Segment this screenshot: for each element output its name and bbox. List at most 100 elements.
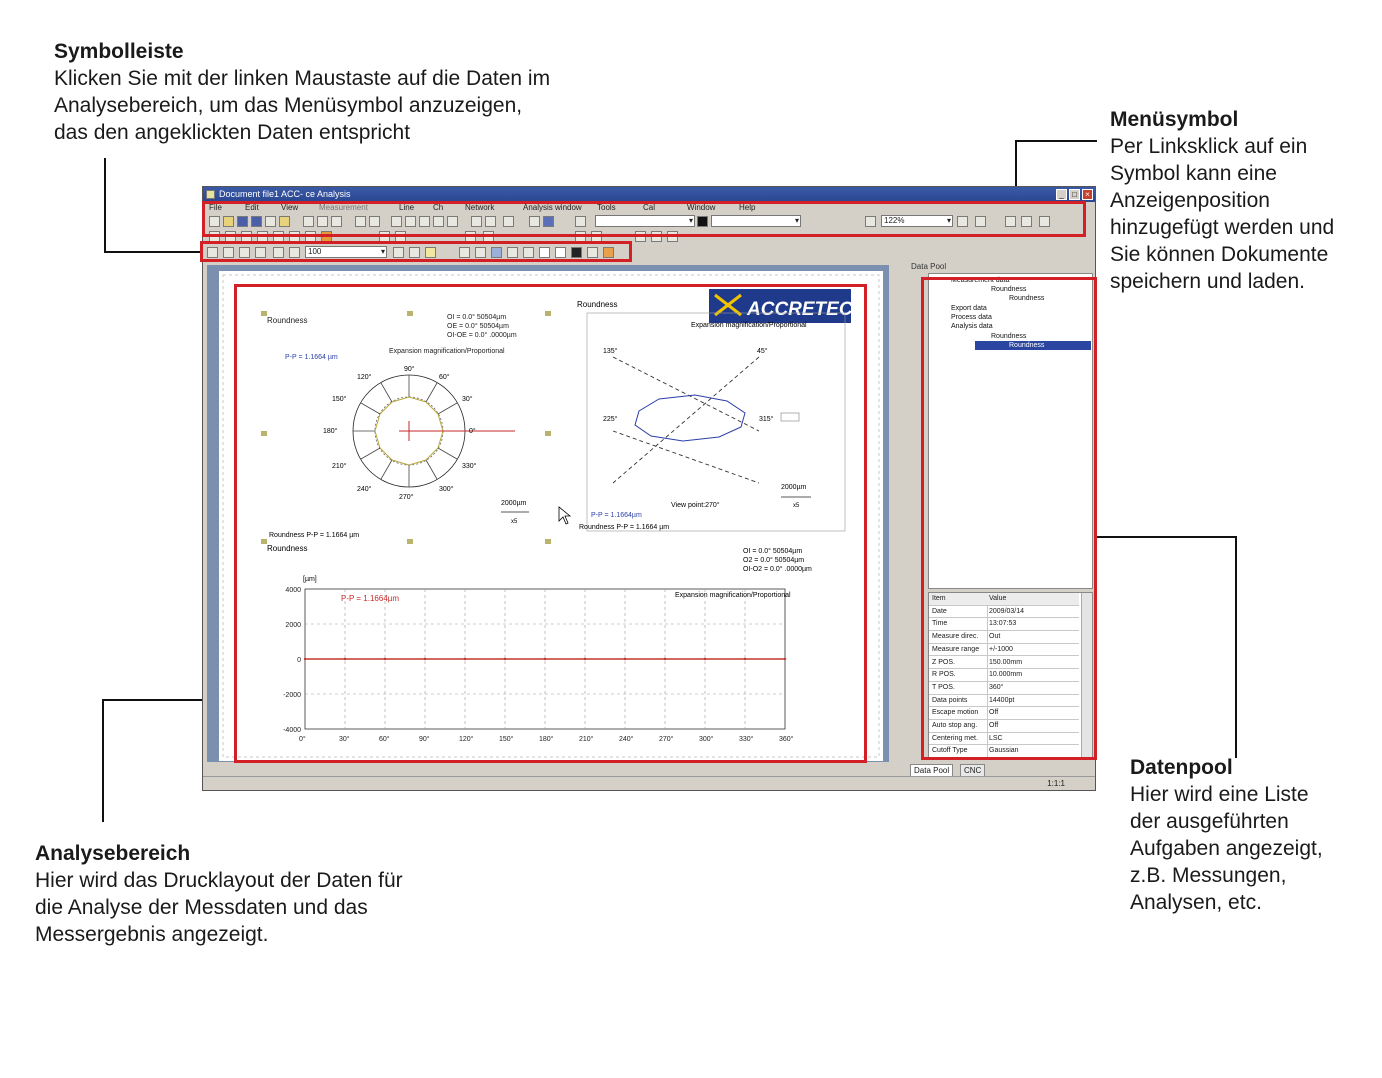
zoom-in-icon[interactable] <box>273 247 284 258</box>
save-icon[interactable] <box>237 216 248 227</box>
print-preview-icon[interactable] <box>391 216 402 227</box>
maximize-button[interactable]: □ <box>1069 189 1080 200</box>
pointer-icon[interactable] <box>575 216 586 227</box>
black-frame-icon[interactable] <box>571 247 582 258</box>
property-row[interactable]: T POS.360° <box>929 682 1079 695</box>
polar-graph-icon[interactable] <box>491 247 502 258</box>
profile-chart[interactable]: [µm] Expansion magnification/Proportiona… <box>283 576 794 743</box>
tree-item-analysis-data[interactable]: Analysis data <box>951 323 993 330</box>
horizontal-scrollbar[interactable] <box>203 762 903 776</box>
undo-icon[interactable] <box>355 216 366 227</box>
page-setup-icon[interactable] <box>433 216 444 227</box>
menu-view[interactable]: View <box>281 203 299 212</box>
minimize-button[interactable]: _ <box>1056 189 1067 200</box>
result-icon[interactable] <box>523 247 534 258</box>
polar-angle-label: 330° <box>462 462 477 470</box>
paint-icon[interactable] <box>603 247 614 258</box>
next-page-icon[interactable] <box>239 247 250 258</box>
graph-icon[interactable] <box>503 216 514 227</box>
roundness-block-1[interactable]: Roundness OI = 0.0° 50504µm OE = 0.0° 50… <box>261 311 551 544</box>
edit-icon[interactable] <box>587 247 598 258</box>
tile-icon[interactable] <box>1021 216 1032 227</box>
layout-zoom-select[interactable]: 100 <box>305 246 387 258</box>
annotation-line: die Analyse der Messdaten und das <box>35 896 368 919</box>
window-layout-icon[interactable] <box>1005 216 1016 227</box>
zoom-out-icon[interactable] <box>289 247 300 258</box>
menu-help[interactable]: Help <box>739 203 756 212</box>
property-row[interactable]: R POS.10.000mm <box>929 669 1079 682</box>
redo-icon[interactable] <box>369 216 380 227</box>
block3-label: Roundness <box>267 544 307 553</box>
grid-icon[interactable] <box>529 216 540 227</box>
menu-measurement[interactable]: Measurement <box>319 203 368 212</box>
measure-icon[interactable] <box>485 216 496 227</box>
tree-item-measurement-data[interactable]: Measurement data <box>951 277 1010 284</box>
menu-ch[interactable]: Ch <box>433 203 444 212</box>
property-row[interactable]: Measure direc.Out <box>929 631 1079 644</box>
polar-angle-label: 120° <box>357 373 372 381</box>
tree-item-process-data[interactable]: Process data <box>951 314 992 321</box>
tree-item-roundness[interactable]: Roundness <box>1009 295 1045 302</box>
page-view-icon[interactable] <box>425 247 436 258</box>
zoom-icon[interactable] <box>419 216 430 227</box>
zoom-in-icon[interactable] <box>957 216 968 227</box>
property-row[interactable]: Measure range+/-1000 <box>929 644 1079 657</box>
print-layout-page[interactable]: ACCRETECH Roundness OI = 0.0° 50504µm OE… <box>219 271 883 761</box>
tree-item-roundness-selected[interactable]: Roundness <box>975 341 1091 350</box>
menu-cal[interactable]: Cal <box>643 203 656 212</box>
open-folder-icon[interactable] <box>223 216 234 227</box>
close-button[interactable]: × <box>1082 189 1093 200</box>
first-page-icon[interactable] <box>207 247 218 258</box>
cascade-icon[interactable] <box>1039 216 1050 227</box>
profile-graph-icon[interactable] <box>475 247 486 258</box>
line-width-select[interactable] <box>711 215 801 227</box>
tree-item-roundness[interactable]: Roundness <box>991 333 1027 340</box>
property-scrollbar[interactable] <box>1081 593 1092 759</box>
export-icon[interactable] <box>279 216 290 227</box>
paste-icon[interactable] <box>331 216 342 227</box>
zoom-select[interactable]: 122% <box>881 215 953 227</box>
chart-y-tick-label: -4000 <box>283 727 301 734</box>
menu-network[interactable]: Network <box>465 203 495 212</box>
magnify-icon[interactable] <box>393 247 404 258</box>
color-icon[interactable] <box>697 216 708 227</box>
cut-icon[interactable] <box>303 216 314 227</box>
property-row[interactable]: Z POS.150.00mm <box>929 657 1079 670</box>
save-all-icon[interactable] <box>251 216 262 227</box>
menu-window[interactable]: Window <box>687 203 716 212</box>
zoom-out-icon[interactable] <box>865 216 876 227</box>
roundness-block-3[interactable]: Roundness OI = 0.0° 50504µm O2 = 0.0° 50… <box>267 544 812 573</box>
menu-analysis-window[interactable]: Analysis window <box>523 203 582 212</box>
tree-item-roundness[interactable]: Roundness <box>991 286 1027 293</box>
roundness-graph-icon[interactable] <box>459 247 470 258</box>
fit-icon[interactable] <box>409 247 420 258</box>
property-row[interactable]: Auto stop ang.Off <box>929 720 1079 733</box>
data-table-icon[interactable] <box>507 247 518 258</box>
tree-item-export-data[interactable]: Export data <box>951 305 987 312</box>
chart-ylabel: [µm] <box>303 576 317 583</box>
blank-frame-icon[interactable] <box>539 247 550 258</box>
print-icon[interactable] <box>405 216 416 227</box>
table-icon[interactable] <box>975 216 986 227</box>
layout-icon[interactable] <box>447 216 458 227</box>
chart-icon[interactable] <box>471 216 482 227</box>
user-icon[interactable] <box>543 216 554 227</box>
last-page-icon[interactable] <box>255 247 266 258</box>
menu-edit[interactable]: Edit <box>245 203 259 212</box>
menu-tools[interactable]: Tools <box>597 203 616 212</box>
property-row[interactable]: Centering met.LSC <box>929 733 1079 746</box>
roundness-block-2[interactable]: Roundness Expansion magnification/Propor… <box>577 300 846 532</box>
white-frame-icon[interactable] <box>555 247 566 258</box>
chart-x-tick-label: 330° <box>739 735 754 743</box>
import-icon[interactable] <box>265 216 276 227</box>
copy-icon[interactable] <box>317 216 328 227</box>
line-style-select[interactable] <box>595 215 695 227</box>
prev-page-icon[interactable] <box>223 247 234 258</box>
menu-file[interactable]: File <box>209 203 222 212</box>
new-file-icon[interactable] <box>209 216 220 227</box>
menu-line[interactable]: Line <box>399 203 415 212</box>
